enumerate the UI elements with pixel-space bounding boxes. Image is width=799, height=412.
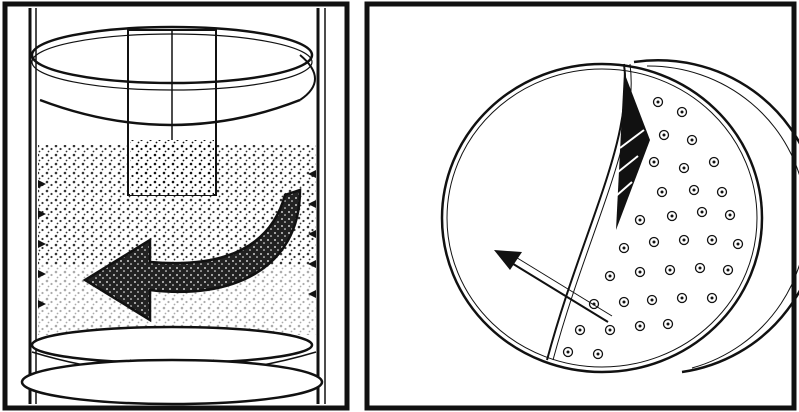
vessel-illustration [0, 0, 352, 412]
stirrer-cylinder [128, 30, 216, 195]
bottom-disk [22, 327, 322, 404]
right-panel [362, 0, 799, 412]
left-panel [0, 0, 352, 412]
cross-section-illustration [362, 0, 799, 412]
